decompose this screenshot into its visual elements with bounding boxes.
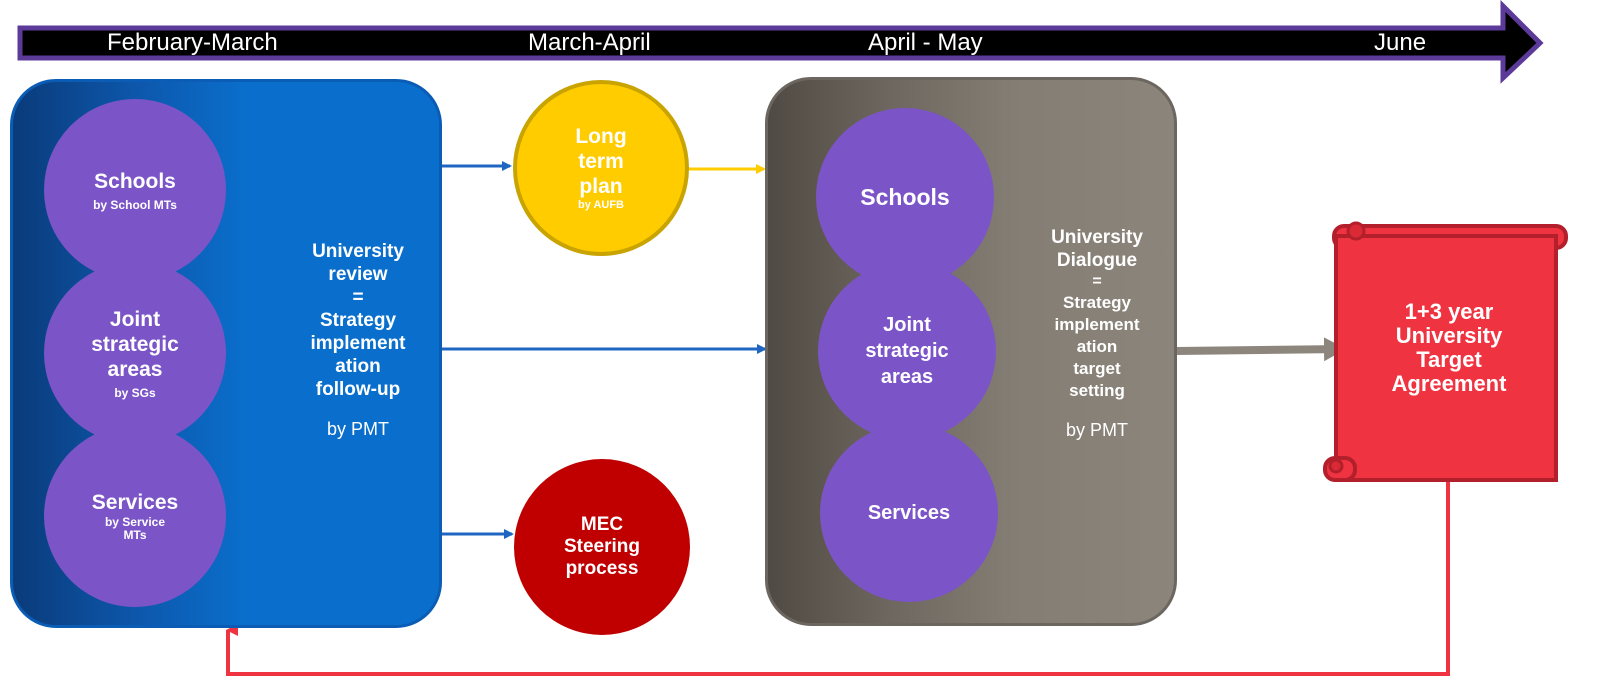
long-term-plan-line-2: term bbox=[578, 150, 624, 173]
long-term-plan-by: by AUFB bbox=[577, 199, 625, 211]
target-agreement-scroll bbox=[1323, 221, 1568, 482]
dialogue-joint-strategic-areas-circle: Joint strategic areas bbox=[818, 262, 996, 440]
review-joint-by: by SGs bbox=[114, 385, 156, 400]
dialogue-by-pmt: by PMT bbox=[1065, 420, 1128, 440]
target-agreement-line-1: 1+3 year bbox=[1404, 299, 1494, 324]
review-text-line-4: Strategy bbox=[319, 310, 397, 331]
university-review-text: University review = Strategy implement a… bbox=[268, 240, 448, 440]
review-services-by-line-1: by Service bbox=[104, 515, 166, 529]
review-text-line-7: follow-up bbox=[315, 379, 401, 400]
review-text-line-3: = bbox=[352, 287, 364, 308]
dialogue-text-line-3: = bbox=[1092, 273, 1102, 290]
target-agreement-line-4: Agreement bbox=[1391, 371, 1507, 396]
review-schools-by: by School MTs bbox=[93, 197, 177, 212]
target-agreement-line-2: University bbox=[1395, 323, 1503, 348]
dialogue-text-line-6: ation bbox=[1076, 337, 1118, 356]
dialogue-schools-title: Schools bbox=[860, 183, 950, 210]
review-by-pmt: by PMT bbox=[326, 419, 389, 439]
review-text-line-2: review bbox=[328, 264, 388, 285]
timeline-label-june: June bbox=[1374, 29, 1427, 56]
mec-line-3: process bbox=[565, 558, 639, 579]
timeline-label-february-march: February-March bbox=[107, 29, 278, 56]
target-agreement-line-3: Target bbox=[1416, 347, 1482, 372]
review-services-circle: Services by Service MTs bbox=[44, 425, 226, 607]
dialogue-text-line-2: Dialogue bbox=[1056, 250, 1138, 271]
review-joint-line-3: areas bbox=[107, 357, 163, 381]
dialogue-text-line-1: University bbox=[1051, 227, 1143, 248]
review-joint-line-2: strategic bbox=[91, 332, 179, 356]
dialogue-joint-line-1: Joint bbox=[883, 314, 931, 336]
review-text-line-5: implement bbox=[310, 333, 406, 354]
review-schools-title: Schools bbox=[94, 169, 176, 193]
long-term-plan-line-1: Long bbox=[575, 125, 627, 148]
dialogue-schools-circle: Schools bbox=[816, 108, 994, 286]
review-services-title: Services bbox=[91, 491, 179, 514]
mec-line-1: MEC bbox=[580, 514, 624, 535]
long-term-plan-line-3: plan bbox=[579, 175, 623, 198]
review-text-line-1: University bbox=[312, 241, 404, 262]
dialogue-services-circle: Services bbox=[820, 424, 998, 602]
review-text-line-6: ation bbox=[335, 356, 381, 377]
dialogue-text-line-8: setting bbox=[1069, 381, 1125, 400]
long-term-plan-circle: Long term plan by AUFB bbox=[513, 80, 689, 256]
dialogue-joint-line-3: areas bbox=[880, 366, 934, 388]
mec-steering-process-circle: MEC Steering process bbox=[514, 459, 690, 635]
target-agreement-text: 1+3 year University Target Agreement bbox=[1356, 300, 1542, 396]
dialogue-text-line-7: target bbox=[1073, 359, 1121, 378]
mec-line-2: Steering bbox=[563, 536, 641, 557]
dialogue-text-line-4: Strategy bbox=[1062, 293, 1132, 312]
dialogue-to-target-agreement-arrow bbox=[1176, 337, 1346, 362]
university-dialogue-text: University Dialogue = Strategy implement… bbox=[1007, 226, 1187, 441]
review-services-by-line-2: MTs bbox=[123, 528, 147, 542]
timeline-label-april-may: April - May bbox=[868, 29, 983, 56]
review-joint-line-1: Joint bbox=[109, 307, 161, 331]
timeline-arrow bbox=[17, 0, 1544, 84]
review-joint-strategic-areas-circle: Joint strategic areas by SGs bbox=[44, 262, 226, 444]
review-schools-circle: Schools by School MTs bbox=[44, 99, 226, 281]
dialogue-services-title: Services bbox=[867, 501, 951, 524]
feedback-loop-arrow bbox=[226, 480, 1450, 676]
timeline-label-march-april: March-April bbox=[528, 29, 651, 56]
dialogue-joint-line-2: strategic bbox=[865, 340, 949, 362]
dialogue-text-line-5: implement bbox=[1054, 315, 1140, 334]
